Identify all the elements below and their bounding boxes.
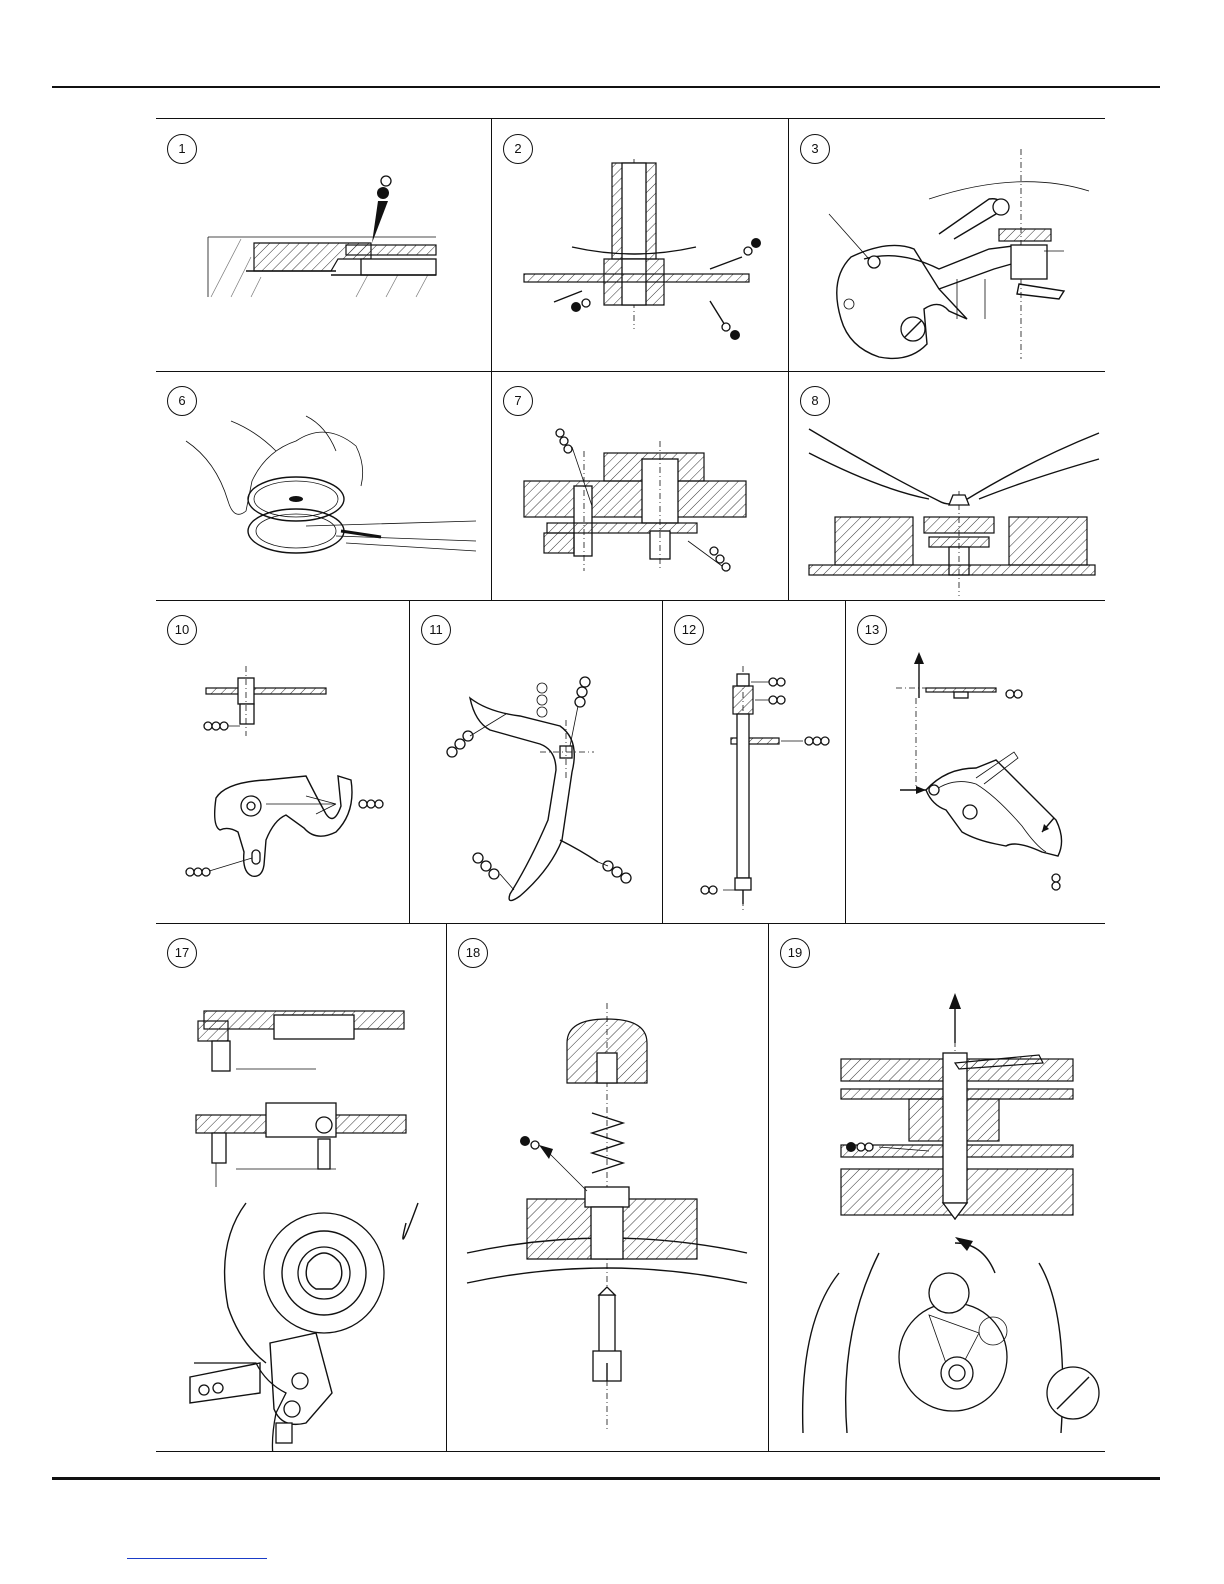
figure-number: 1	[167, 134, 197, 164]
figure-10-drawing	[156, 600, 410, 924]
figure-number: 18	[458, 938, 488, 968]
figure-number: 10	[167, 615, 197, 645]
figure-number: 8	[800, 386, 830, 416]
figure-8-drawing	[789, 371, 1106, 601]
figure-19: 19	[768, 923, 1105, 1451]
figure-grid: 1 2	[156, 118, 1105, 1452]
figure-17: 17	[156, 923, 447, 1451]
figure-6-drawing	[156, 371, 492, 601]
figure-number: 11	[421, 615, 451, 645]
figure-number: 13	[857, 615, 887, 645]
figure-7-drawing	[492, 371, 790, 601]
figure-6: 6	[156, 371, 492, 601]
figure-13-drawing	[846, 600, 1106, 924]
figure-12: 12	[662, 600, 846, 924]
figure-18-drawing	[447, 923, 770, 1451]
figure-1: 1	[156, 119, 492, 372]
figure-number: 2	[503, 134, 533, 164]
figure-12-drawing	[663, 600, 847, 924]
figure-17-drawing	[156, 923, 447, 1451]
figure-11-drawing	[410, 600, 664, 924]
figure-number: 3	[800, 134, 830, 164]
figure-19-drawing	[769, 923, 1106, 1451]
figure-3-drawing	[789, 119, 1106, 372]
figure-number: 6	[167, 386, 197, 416]
figure-3: 3	[788, 119, 1105, 372]
figure-2-drawing	[492, 119, 790, 372]
figure-11: 11	[409, 600, 663, 924]
figure-1-drawing	[156, 119, 492, 372]
header-rule	[52, 86, 1160, 88]
figure-2: 2	[491, 119, 789, 372]
figure-number: 19	[780, 938, 810, 968]
figure-7: 7	[491, 371, 789, 601]
figure-number: 12	[674, 615, 704, 645]
footer-rule	[52, 1477, 1160, 1480]
figure-8: 8	[788, 371, 1105, 601]
figure-number: 17	[167, 938, 197, 968]
figure-number: 7	[503, 386, 533, 416]
figure-10: 10	[156, 600, 410, 924]
figure-13: 13	[845, 600, 1105, 924]
figure-18: 18	[446, 923, 769, 1451]
footer-link-underline	[127, 1558, 267, 1559]
